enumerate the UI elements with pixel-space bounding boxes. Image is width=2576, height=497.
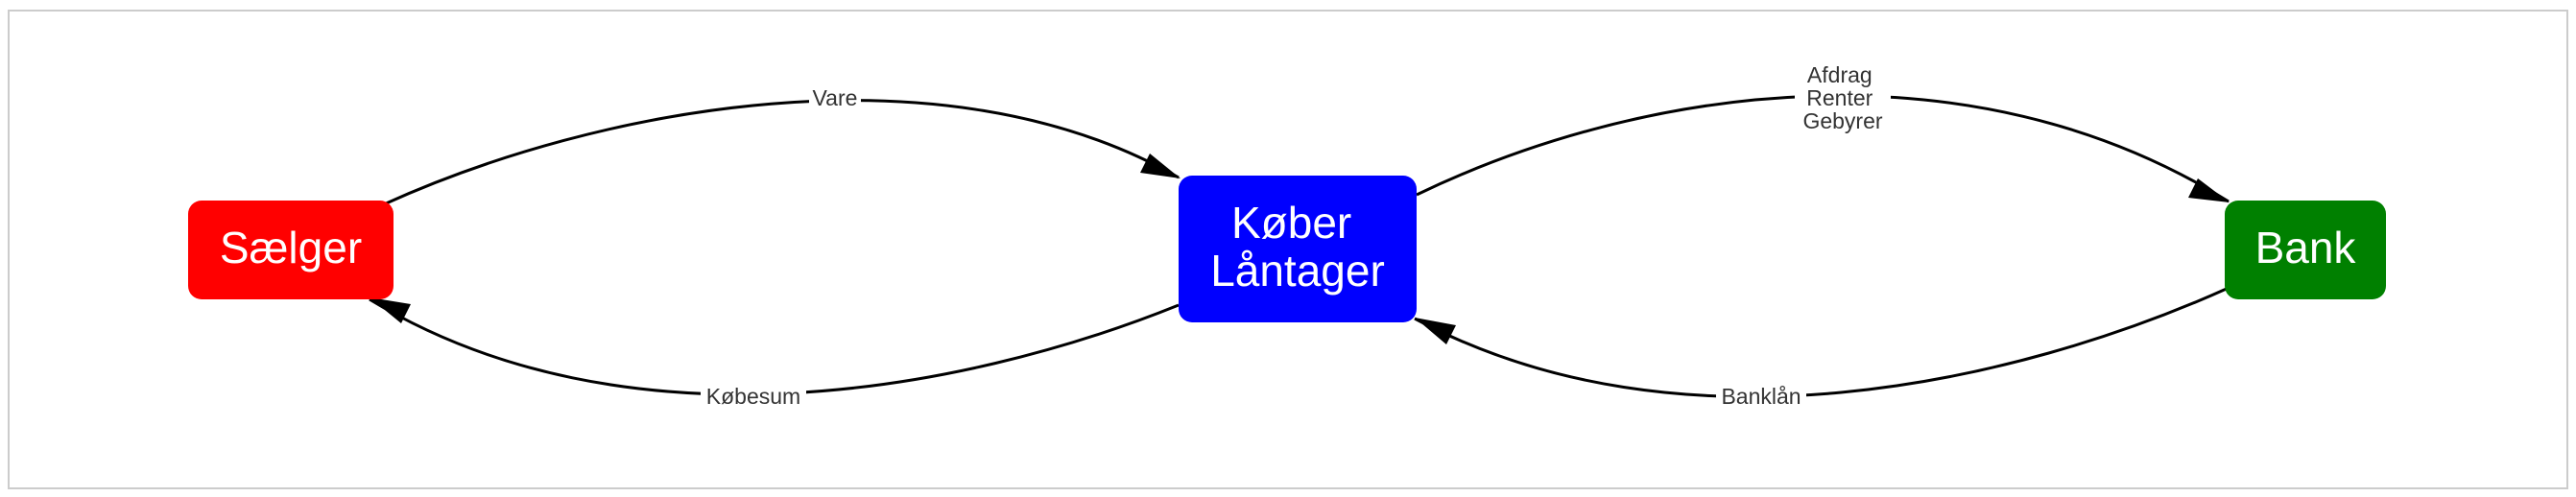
edge-label-line: Gebyrer (1802, 108, 1882, 133)
edge-path (369, 297, 1180, 396)
edge-label-line: Vare (813, 85, 858, 110)
diagram-frame (8, 10, 2568, 489)
node-label: Sælger (220, 223, 362, 272)
edge-label: Banklån (1721, 384, 1801, 409)
node-seller: Sælger (188, 201, 394, 299)
arrowhead-icon (1415, 318, 1456, 344)
node-box (2225, 201, 2386, 299)
node-label-line: Bank (2255, 223, 2357, 272)
node-label-line: Låntager (1210, 246, 1385, 296)
edge-path (383, 99, 1180, 206)
edge-seller-to-buyer: Vare (383, 85, 1181, 206)
arrowhead-icon (2188, 178, 2230, 202)
edge-label-bg (1795, 61, 1891, 134)
node-bank: Bank (2225, 201, 2386, 299)
node-label-line: Sælger (220, 223, 362, 272)
node-buyer: Køber Låntager (1179, 176, 1417, 322)
edge-label: Vare (813, 85, 858, 110)
edge-bank-to-buyer: Banklån (1414, 286, 2230, 409)
edge-buyer-to-seller: Købesum (369, 297, 1180, 409)
edge-label: Købesum (706, 384, 800, 409)
node-box (188, 201, 394, 299)
node-label: Bank (2255, 223, 2357, 272)
arrowhead-icon (370, 297, 411, 323)
edge-label-bg (1716, 385, 1806, 408)
node-label-line: Køber (1231, 198, 1351, 248)
edge-label-line: Afdrag (1807, 62, 1872, 87)
edge-label-line: Banklån (1721, 384, 1801, 409)
edge-buyer-to-bank: Afdrag Renter Gebyrer (1416, 61, 2230, 203)
edge-label-bg (809, 86, 861, 109)
edge-label: Afdrag Renter Gebyrer (1802, 62, 1882, 133)
node-box (1179, 176, 1417, 322)
arrowhead-icon (1140, 154, 1181, 178)
edge-path (1414, 286, 2230, 398)
node-label: Køber Låntager (1210, 198, 1385, 296)
edge-label-line: Købesum (706, 384, 800, 409)
edge-label-line: Renter (1806, 85, 1872, 110)
edge-label-bg (701, 385, 806, 408)
